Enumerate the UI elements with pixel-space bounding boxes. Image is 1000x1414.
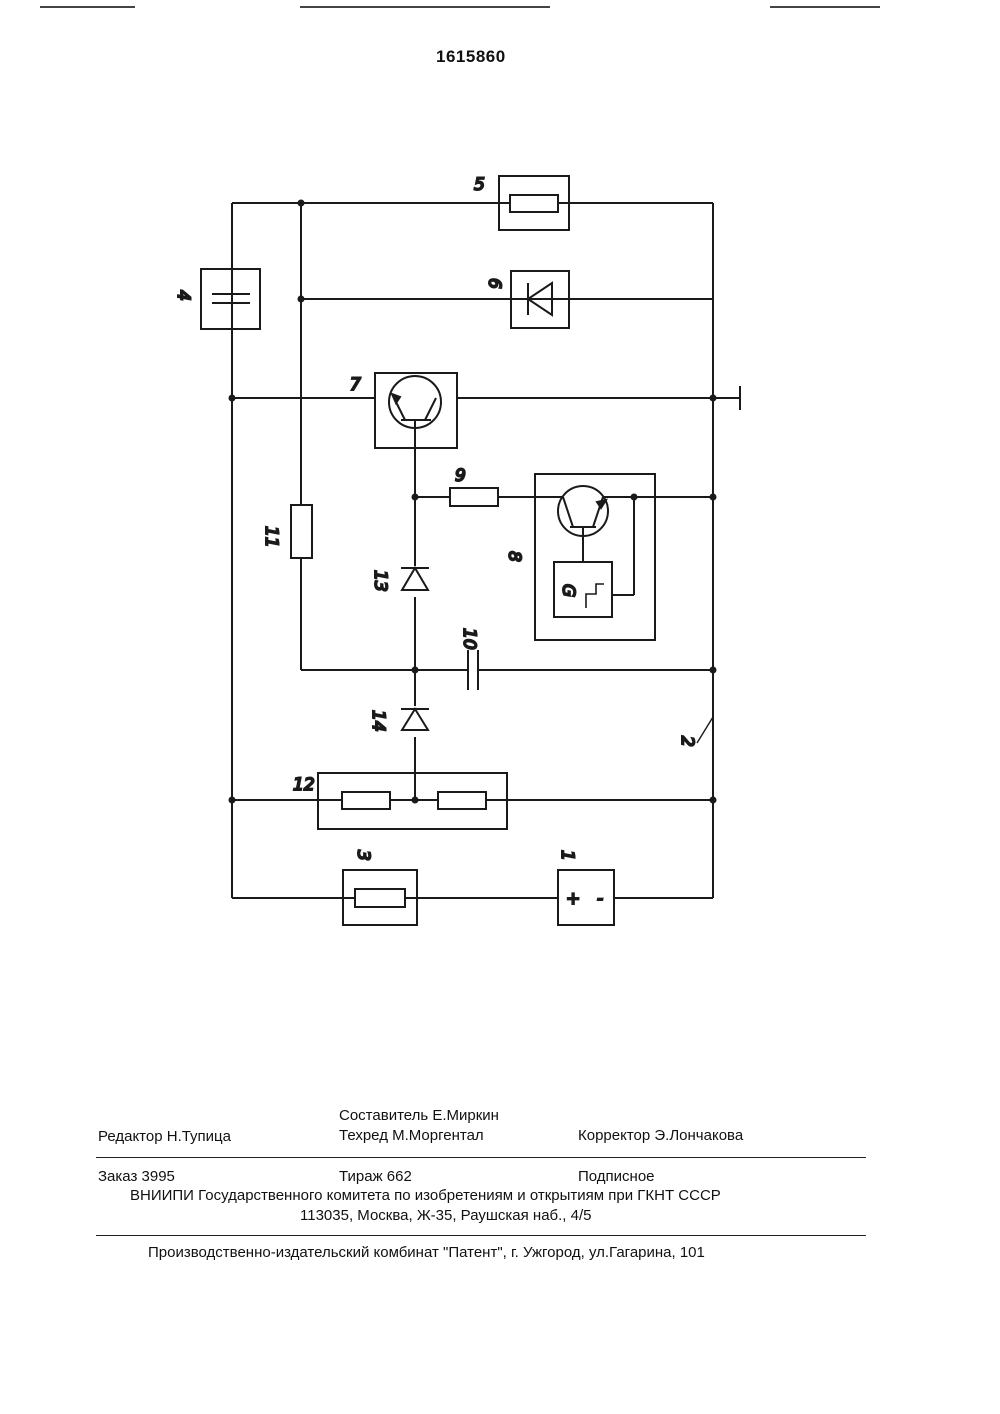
- address-line: 113035, Москва, Ж-35, Раушская наб., 4/5: [300, 1207, 592, 1224]
- resistor-9: [450, 488, 498, 506]
- label-10: 10: [459, 628, 479, 650]
- label-13: 13: [370, 570, 390, 592]
- corrector-credit: Корректор Э.Лончакова: [578, 1127, 743, 1144]
- institute-line: ВНИИПИ Государственного комитета по изоб…: [130, 1187, 721, 1204]
- resistor-box-5: [499, 176, 569, 230]
- techred-credit: Техред М.Моргентал: [339, 1127, 484, 1144]
- imprint-rule-bottom: [96, 1235, 866, 1236]
- capacitor-4: [201, 269, 260, 329]
- circulation: Тираж 662: [339, 1168, 412, 1185]
- label-6: 6: [484, 278, 504, 289]
- resistor-box-3: [343, 870, 417, 925]
- capacitor-10: [468, 650, 478, 690]
- compiler-credit: Составитель Е.Миркин: [339, 1107, 499, 1124]
- switch-box-8: [535, 474, 655, 640]
- label-11: 11: [261, 526, 281, 548]
- label-5: 5: [474, 175, 485, 195]
- circuit-diagram: 5 6 4 7 9 11 8 13 10 14 2 12 3 1 G + -: [0, 0, 1000, 1000]
- battery-plus-sign: +: [566, 889, 580, 909]
- diode-13: [401, 568, 429, 590]
- label-8: 8: [504, 551, 524, 562]
- order-number: Заказ 3995: [98, 1168, 175, 1185]
- editor-credit: Редактор Н.Тупица: [98, 1128, 231, 1145]
- transistor-box-7: [375, 373, 457, 448]
- label-7: 7: [350, 375, 361, 395]
- subscription-note: Подписное: [578, 1168, 655, 1185]
- publisher-line: Производственно-издательский комбинат "П…: [148, 1244, 705, 1261]
- imprint-rule-top: [96, 1157, 866, 1158]
- battery-minus-sign: -: [597, 889, 603, 909]
- diode-14: [401, 709, 429, 730]
- generator-label: G: [558, 584, 578, 597]
- label-3: 3: [353, 850, 373, 861]
- divider-box-12: [318, 773, 507, 829]
- label-4: 4: [173, 290, 193, 301]
- label-14: 14: [368, 710, 388, 732]
- label-1: 1: [557, 850, 577, 861]
- label-12: 12: [293, 775, 315, 795]
- label-2: 2: [677, 736, 697, 747]
- diode-box-6: [511, 271, 569, 328]
- resistor-11: [291, 505, 312, 558]
- label-9: 9: [455, 466, 466, 486]
- element-labels: 5 6 4 7 9 11 8 13 10 14 2 12 3 1 G + -: [173, 175, 697, 909]
- label-2-leader: [697, 717, 713, 743]
